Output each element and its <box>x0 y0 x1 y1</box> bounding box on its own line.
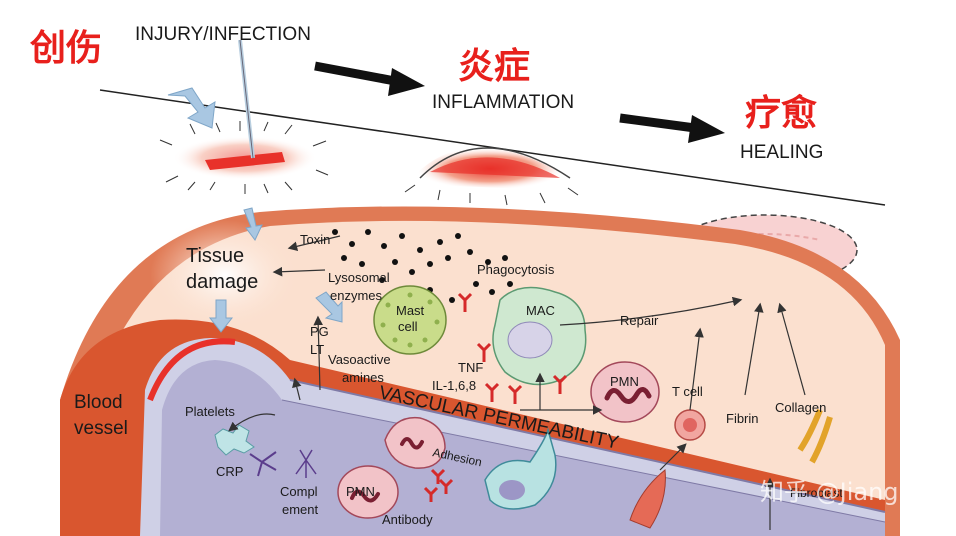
inflammation-en-label: INFLAMMATION <box>432 92 574 113</box>
repair-label: Repair <box>620 313 659 328</box>
pmn-cell-mid <box>384 416 446 469</box>
watermark: 知乎 @Jiang <box>760 478 899 506</box>
macrophage <box>492 286 587 386</box>
adhering-monocyte <box>484 427 557 510</box>
injury-en-label: INJURY/INFECTION <box>135 24 311 45</box>
mac-label: MAC <box>526 303 555 318</box>
lysosomal-label-1: Lysosomal <box>328 270 390 285</box>
mast-cell <box>373 285 447 355</box>
cytokine-receptors <box>457 292 568 404</box>
stage-arrow-2 <box>619 113 725 143</box>
tissue-damage-label-2: damage <box>186 271 258 293</box>
pmn-label-upper: PMN <box>610 374 639 389</box>
il-label: IL-1,6,8 <box>432 378 476 393</box>
mast-cell-label-2: cell <box>398 319 418 334</box>
collagen-label: Collagen <box>775 400 826 415</box>
fibrin-label: Fibrin <box>726 411 759 426</box>
tissue-damage-label-1: Tissue <box>186 245 244 267</box>
blood-vessel-label-1: Blood <box>74 392 123 413</box>
t-cell-label: T cell <box>672 384 703 399</box>
antibody-label: Antibody <box>382 512 433 527</box>
healing-cn-label: 疗愈 <box>745 92 817 134</box>
platelets-label: Platelets <box>185 404 235 419</box>
injury-wound <box>159 39 329 194</box>
migrating-cell <box>629 469 666 529</box>
vasoactive-label-1: Vasoactive <box>328 352 391 367</box>
collagen-fibers <box>797 408 833 464</box>
inflammation-cn-label: 炎症 <box>458 46 530 87</box>
vasoactive-label-2: amines <box>342 370 384 385</box>
pg-label: PG <box>310 324 329 339</box>
phagocytosis-label: Phagocytosis <box>477 262 555 277</box>
platelets <box>214 424 255 456</box>
injury-cn-label: 创伤 <box>30 28 102 69</box>
pmn-cell-lower <box>337 465 399 519</box>
mast-cell-label-1: Mast <box>396 303 425 318</box>
fibroblast-label: Fibroblast <box>790 486 843 500</box>
inflammation-bump <box>404 147 579 206</box>
t-cell <box>674 409 706 441</box>
crp-molecule <box>249 451 277 477</box>
complement-molecule <box>295 449 317 478</box>
healing-en-label: HEALING <box>740 142 823 163</box>
tnf-label: TNF <box>458 360 483 375</box>
toxin-label: Toxin <box>300 232 330 247</box>
blue-damage-arrows <box>208 207 343 333</box>
blood-vessel-label-2: vessel <box>74 418 128 439</box>
lt-label: LT <box>310 342 324 357</box>
complement-label-1: Compl <box>280 484 318 499</box>
pmn-label-lower: PMN <box>346 484 375 499</box>
lysosomal-label-2: enzymes <box>330 288 383 303</box>
complement-label-2: ement <box>282 502 319 517</box>
pmn-cell-upper <box>590 361 660 423</box>
antibody-cluster <box>423 468 454 502</box>
stage-arrow-1 <box>314 61 425 96</box>
crp-label: CRP <box>216 464 243 479</box>
pathway-arrows <box>228 235 806 530</box>
